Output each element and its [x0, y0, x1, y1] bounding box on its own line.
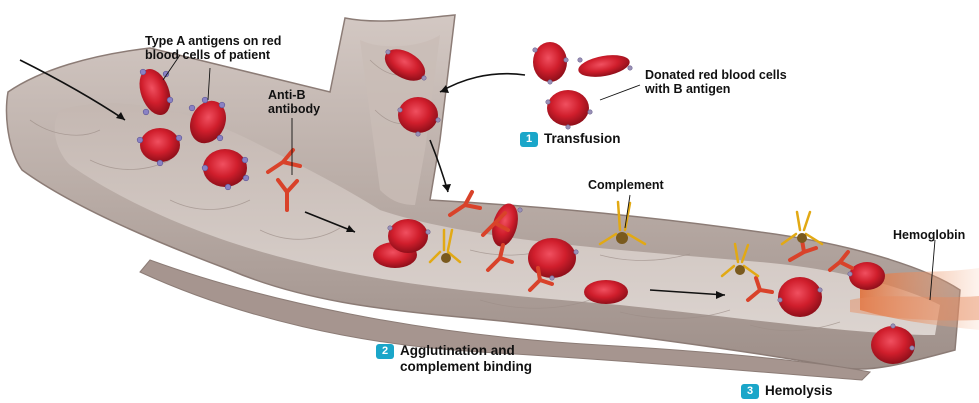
label-anti-b-line1: Anti-B	[268, 88, 320, 102]
complement-core	[441, 253, 451, 263]
complement-core	[735, 265, 745, 275]
step-agglutination: 2 Agglutination and complement binding	[376, 343, 532, 375]
label-hemoglobin-text: Hemoglobin	[893, 228, 965, 242]
step-3-badge: 3	[741, 384, 759, 399]
complement-core	[616, 232, 628, 244]
label-anti-b-antibody: Anti-B antibody	[268, 88, 320, 116]
step-1-badge: 1	[520, 132, 538, 147]
label-type-a-line2: blood cells of patient	[145, 48, 281, 62]
step-hemolysis: 3 Hemolysis	[741, 383, 833, 399]
arrow-transfusion	[440, 74, 525, 92]
step-2-label-line1: Agglutination and	[400, 343, 532, 359]
step-2-label: Agglutination and complement binding	[400, 343, 532, 375]
step-2-badge: 2	[376, 344, 394, 359]
label-complement: Complement	[588, 178, 664, 192]
step-3-label: Hemolysis	[765, 383, 833, 399]
step-1-label: Transfusion	[544, 131, 621, 147]
step-2-label-line2: complement binding	[400, 359, 532, 375]
label-donated-line1: Donated red blood cells	[645, 68, 787, 82]
step-transfusion: 1 Transfusion	[520, 131, 621, 147]
label-hemoglobin: Hemoglobin	[893, 228, 965, 242]
label-donated-line2: with B antigen	[645, 82, 787, 96]
label-complement-text: Complement	[588, 178, 664, 192]
label-donated-cells: Donated red blood cells with B antigen	[645, 68, 787, 96]
label-type-a-antigens: Type A antigens on red blood cells of pa…	[145, 34, 281, 62]
complement-core	[797, 233, 807, 243]
label-anti-b-line2: antibody	[268, 102, 320, 116]
label-type-a-line1: Type A antigens on red	[145, 34, 281, 48]
